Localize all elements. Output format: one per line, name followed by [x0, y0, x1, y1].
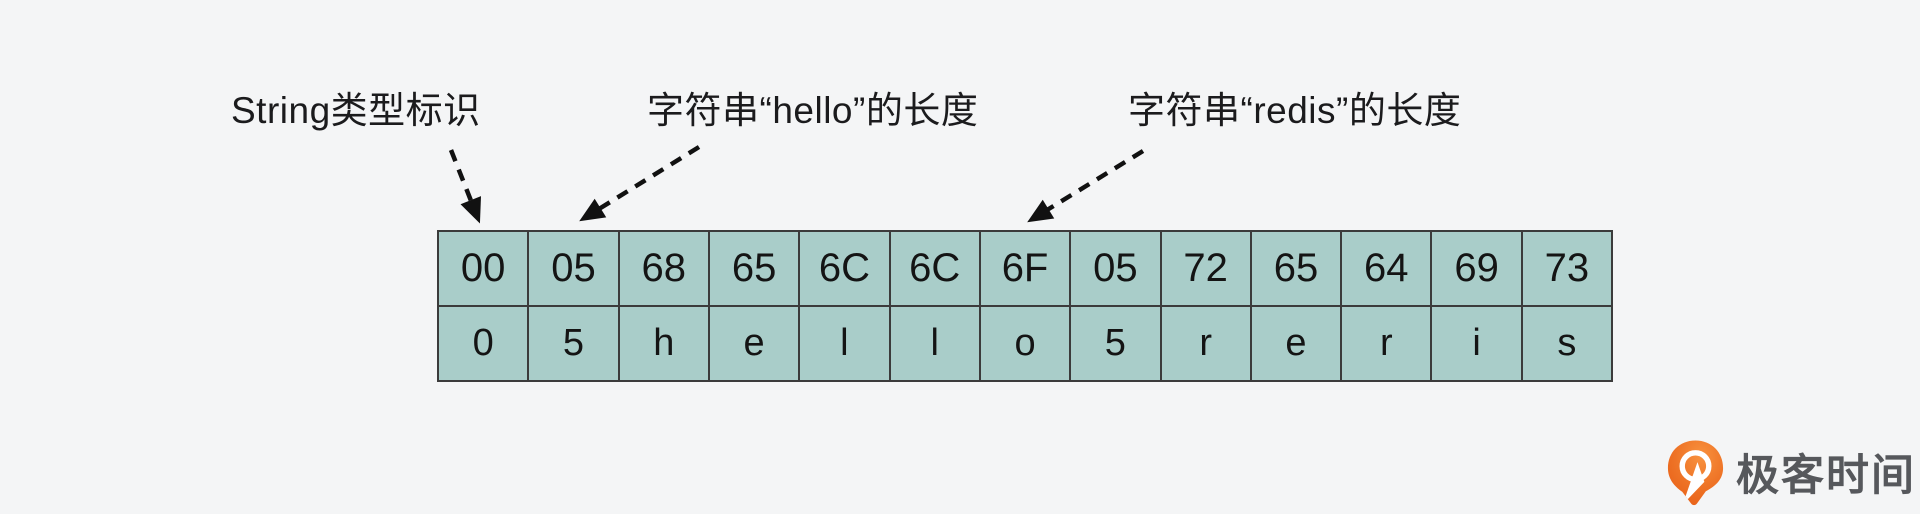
char-cell: 5 — [527, 307, 618, 380]
hex-cell: 05 — [1069, 232, 1160, 305]
arrow-hello-length — [579, 145, 701, 222]
hex-cell: 00 — [439, 232, 528, 305]
char-cell: i — [1430, 307, 1521, 380]
char-cell: e — [1249, 307, 1341, 380]
char-cell: s — [1520, 307, 1612, 380]
hex-cell: 73 — [1520, 232, 1612, 305]
geektime-logo-text: 极客时间 — [1736, 452, 1916, 500]
byte-table: 00 05 68 65 6C 6C 6F 05 72 65 64 69 73 0… — [437, 230, 1613, 382]
geektime-pin-icon — [1667, 440, 1724, 506]
hex-byte-row: 00 05 68 65 6C 6C 6F 05 72 65 64 69 73 — [437, 230, 1613, 307]
hex-cell: 6C — [888, 232, 979, 305]
char-cell: r — [1340, 307, 1431, 380]
char-byte-row: 0 5 h e l l o 5 r e r i s — [437, 305, 1613, 382]
char-cell: r — [1159, 307, 1250, 380]
char-cell: l — [798, 307, 889, 380]
label-hello-length: 字符串“hello”的长度 — [647, 90, 979, 131]
arrow-string-type — [448, 149, 482, 224]
hex-cell: 69 — [1430, 232, 1521, 305]
hex-cell: 65 — [1249, 232, 1341, 305]
arrow-redis-length — [1027, 149, 1145, 223]
label-redis-length: 字符串“redis”的长度 — [1128, 90, 1462, 131]
hex-cell: 72 — [1159, 232, 1250, 305]
hex-cell: 65 — [707, 232, 799, 305]
hex-cell: 68 — [617, 232, 708, 305]
char-cell: l — [888, 307, 979, 380]
hex-cell: 6F — [978, 232, 1070, 305]
char-cell: o — [978, 307, 1070, 380]
char-cell: e — [707, 307, 799, 380]
char-cell: 0 — [439, 307, 528, 380]
char-cell: h — [617, 307, 708, 380]
hex-cell: 6C — [798, 232, 889, 305]
char-cell: 5 — [1069, 307, 1160, 380]
hex-cell: 64 — [1340, 232, 1431, 305]
geektime-logo: 极客时间 — [1664, 438, 1916, 506]
hex-cell: 05 — [527, 232, 618, 305]
label-string-type: String类型标识 — [231, 90, 481, 131]
